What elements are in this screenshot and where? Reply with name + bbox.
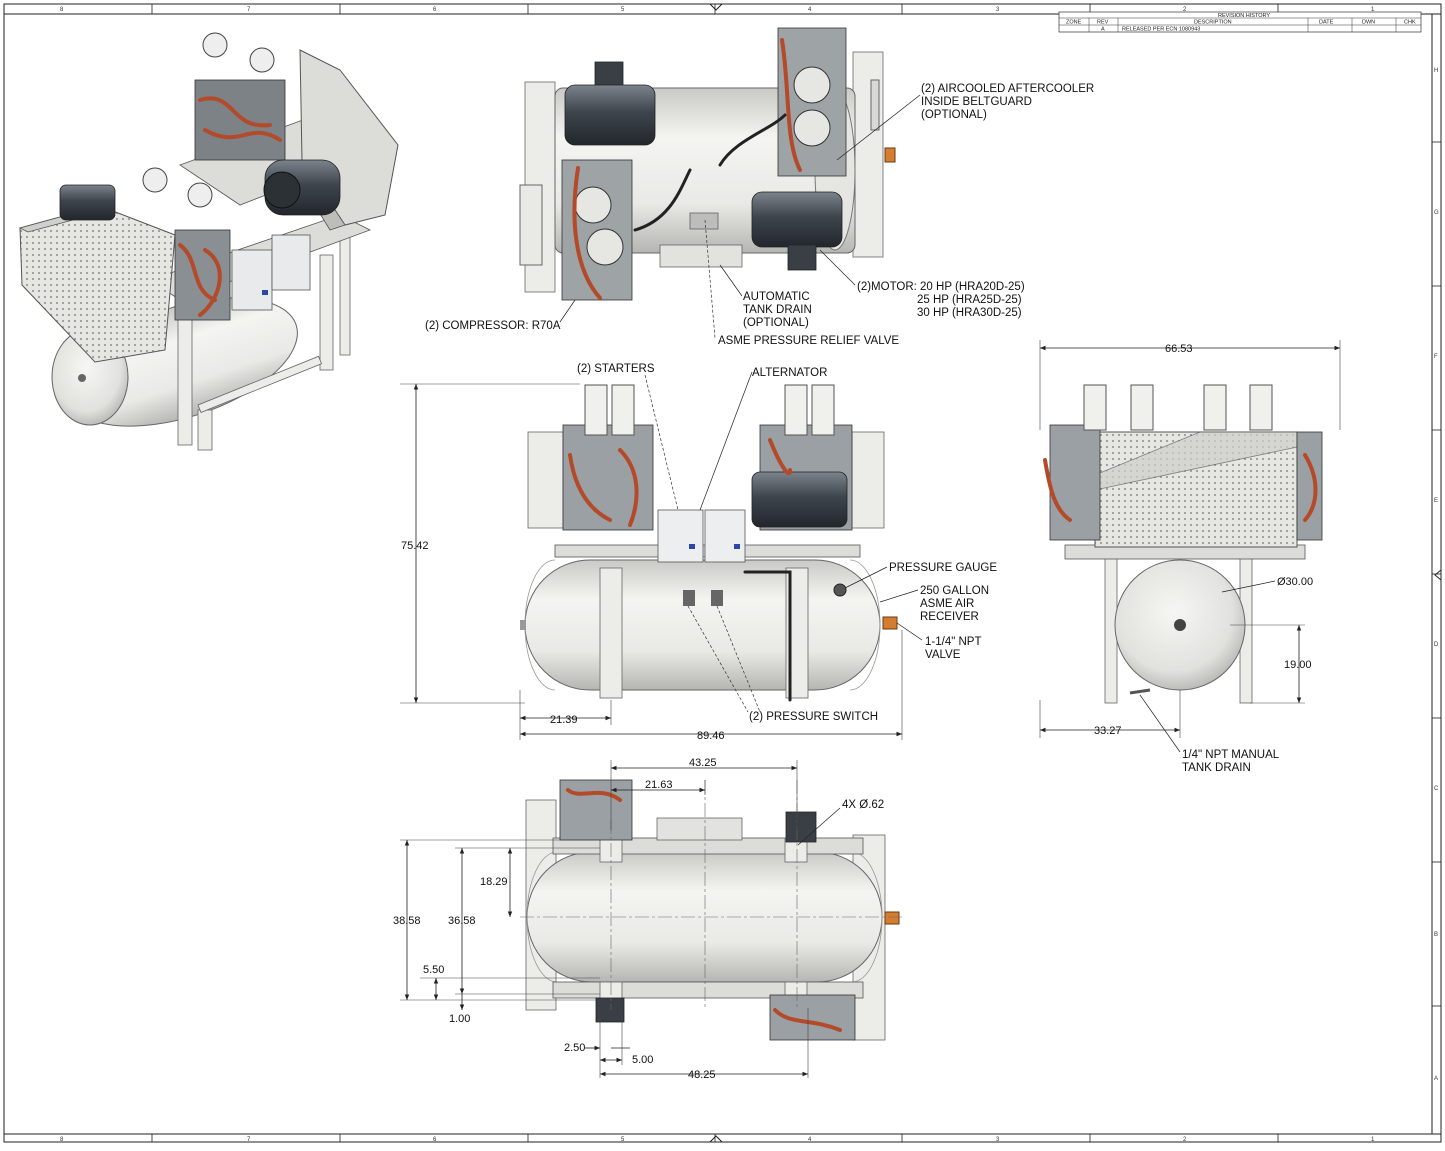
dim-top-inset-550: 5.50 (423, 964, 444, 976)
zone-col-1: 1 (1371, 7, 1375, 13)
callout-tank-drain-3: (OPTIONAL) (743, 317, 809, 329)
zone-row-c: C (1434, 786, 1439, 792)
footprint-view (520, 779, 905, 1041)
callout-aftercooler-1: (2) AIRCOOLED AFTERCOOLER (921, 83, 1094, 95)
callout-npt-valve-2: VALVE (925, 649, 961, 661)
callout-pressure-switch: (2) PRESSURE SWITCH (749, 711, 878, 723)
dim-front-length: 89.46 (697, 730, 725, 742)
dim-side-width: 66.53 (1165, 343, 1193, 355)
zone-labels-top: 8 7 6 5 4 3 2 1 (60, 7, 1375, 13)
callout-relief-valve: ASME PRESSURE RELIEF VALVE (718, 335, 899, 347)
zone-row-f: F (1434, 354, 1438, 360)
rev-header-chk: CHK (1404, 20, 1416, 26)
callout-receiver-3: RECEIVER (920, 611, 979, 623)
dim-top-foot-span: 48.25 (688, 1069, 716, 1081)
zone-col-4: 4 (808, 7, 812, 13)
dim-top-span-21: 21.63 (645, 779, 673, 791)
front-elevation (520, 384, 898, 702)
zone-row-d: D (1434, 642, 1439, 648)
dim-front-leg-offset: 21.39 (550, 714, 578, 726)
callout-receiver-2: ASME AIR (920, 598, 974, 610)
front-dimensions: 75.42 21.39 89.46 (400, 383, 903, 742)
callout-manual-drain-1: 1/4" NPT MANUAL (1182, 749, 1280, 761)
rev-row-rev: A (1101, 27, 1105, 33)
zone-row-g: G (1434, 210, 1439, 216)
zone-col-3: 3 (996, 7, 1000, 13)
rev-header-zone: ZONE (1066, 20, 1082, 26)
isometric-view (18, 32, 399, 451)
callout-manual-drain-2: TANK DRAIN (1182, 762, 1251, 774)
zone-row-e: E (1434, 498, 1438, 504)
dim-front-height: 75.42 (401, 540, 429, 552)
dim-side-tank-center-height: 19.00 (1284, 659, 1312, 671)
zone-col-4-bottom: 4 (808, 1137, 812, 1143)
zone-col-7: 7 (247, 7, 251, 13)
zone-row-h: H (1434, 68, 1438, 74)
zone-col-2-bottom: 2 (1183, 1137, 1187, 1143)
zone-col-3-bottom: 3 (996, 1137, 1000, 1143)
dim-top-half-depth: 18.29 (480, 876, 508, 888)
revision-block: REVISION HISTORY ZONE REV DESCRIPTION DA… (1058, 11, 1422, 33)
footprint-dimensions: 43.25 21.63 4X Ø.62 38.58 36.58 18.29 5.… (393, 757, 884, 1081)
dim-top-foot-depth: 36.58 (448, 915, 476, 927)
dim-side-center-offset: 33.27 (1094, 725, 1122, 737)
zone-labels-right: H G F E D C B A (1434, 68, 1439, 1082)
revision-title: REVISION HISTORY (1218, 13, 1270, 19)
zone-col-6-bottom: 6 (433, 1137, 437, 1143)
rev-header-date: DATE (1319, 20, 1334, 26)
callout-npt-valve-1: 1-1/4" NPT (925, 636, 982, 648)
zone-col-2: 2 (1183, 7, 1187, 13)
dim-top-overall-depth: 38.58 (393, 915, 421, 927)
zone-col-5: 5 (621, 7, 625, 13)
dim-top-inset-100: 1.00 (449, 1013, 470, 1025)
side-elevation (1043, 384, 1323, 704)
zone-col-7-bottom: 7 (247, 1137, 251, 1143)
zone-row-a: A (1434, 1076, 1438, 1082)
zone-col-5-bottom: 5 (621, 1137, 625, 1143)
rev-row-description: RELEASED PER ECN 1080943 (1122, 27, 1200, 33)
callout-motor-1: (2)MOTOR: 20 HP (HRA20D-25) (857, 281, 1025, 293)
zone-col-8-bottom: 8 (60, 1137, 64, 1143)
dim-top-foot-500: 5.00 (632, 1054, 653, 1066)
callout-motor-2: 25 HP (HRA25D-25) (917, 294, 1022, 306)
rev-header-dwn: DWN (1362, 20, 1375, 26)
callout-compressor: (2) COMPRESSOR: R70A (425, 320, 561, 332)
dim-top-inset-250: 2.50 (564, 1042, 585, 1054)
zone-col-8: 8 (60, 7, 64, 13)
callout-alternator: ALTERNATOR (752, 367, 827, 379)
callout-holes: 4X Ø.62 (842, 799, 884, 811)
dim-side-tank-dia: Ø30.00 (1277, 576, 1313, 588)
zone-labels-bottom: 8 7 6 5 4 3 2 1 (60, 1137, 1375, 1143)
callout-tank-drain-2: TANK DRAIN (743, 304, 812, 316)
callout-receiver-1: 250 GALLON (920, 585, 989, 597)
callout-aftercooler-3: (OPTIONAL) (921, 109, 987, 121)
callout-tank-drain-1: AUTOMATIC (743, 291, 810, 303)
rev-header-rev: REV (1097, 20, 1109, 26)
rev-header-description: DESCRIPTION (1194, 20, 1232, 26)
dim-top-span-43: 43.25 (689, 757, 717, 769)
side-callouts: 66.53 Ø30.00 19.00 33.27 1/4" NPT MANUAL… (1039, 340, 1341, 774)
callout-motor-3: 30 HP (HRA30D-25) (917, 307, 1022, 319)
front-callouts: (2) STARTERS ALTERNATOR PRESSURE GAUGE 2… (577, 363, 997, 723)
zone-col-1-bottom: 1 (1371, 1137, 1375, 1143)
zone-row-b: B (1434, 932, 1438, 938)
zone-col-6: 6 (433, 7, 437, 13)
callout-pressure-gauge: PRESSURE GAUGE (889, 562, 997, 574)
plan-view-upper (519, 27, 896, 301)
plan-callouts: (2) AIRCOOLED AFTERCOOLER INSIDE BELTGUA… (425, 83, 1094, 347)
callout-aftercooler-2: INSIDE BELTGUARD (921, 96, 1032, 108)
callout-starters: (2) STARTERS (577, 363, 655, 375)
